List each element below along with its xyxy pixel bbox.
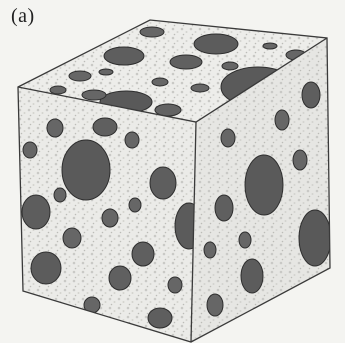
aggregate-particle xyxy=(140,27,164,37)
aggregate-particle xyxy=(283,291,297,309)
aggregate-particle xyxy=(302,82,320,108)
aggregate-particle xyxy=(241,259,263,293)
aggregate-particle xyxy=(129,198,141,212)
aggregate-particle xyxy=(82,90,106,100)
aggregate-particle xyxy=(50,86,66,94)
aggregate-particle xyxy=(31,252,61,284)
aggregate-particle xyxy=(109,266,131,290)
aggregate-particle xyxy=(293,150,307,170)
aggregate-particle xyxy=(22,195,50,229)
cube-left-face xyxy=(18,87,203,342)
aggregate-particle xyxy=(263,43,277,49)
aggregate-particle xyxy=(245,155,283,215)
aggregate-particle xyxy=(168,277,182,293)
aggregate-particle xyxy=(221,129,235,147)
aggregate-particle xyxy=(23,142,37,158)
aggregate-particle xyxy=(47,119,63,137)
aggregate-particle xyxy=(150,167,176,199)
aggregate-particle xyxy=(63,228,81,248)
aggregate-particle xyxy=(132,242,154,266)
aggregate-particle xyxy=(93,118,117,136)
aggregate-particle xyxy=(239,232,251,248)
aggregate-particle xyxy=(62,140,110,200)
aggregate-particle xyxy=(102,209,118,227)
aggregate-particle xyxy=(125,132,139,148)
aggregate-particle xyxy=(204,242,216,258)
aggregate-particle xyxy=(215,195,233,221)
aggregate-particle xyxy=(191,84,209,92)
aggregate-particle xyxy=(299,210,331,266)
aggregate-particle xyxy=(104,47,144,65)
aggregate-particle xyxy=(69,71,91,81)
aggregate-particle xyxy=(152,78,168,86)
aggregate-particle xyxy=(222,62,238,70)
aggregate-particle xyxy=(275,110,289,130)
aggregate-particle xyxy=(170,55,202,69)
aggregate-particle xyxy=(207,294,223,316)
aggregate-particle xyxy=(148,308,172,328)
aggregate-particle xyxy=(194,34,238,54)
aggregate-particle xyxy=(54,188,66,202)
aggregate-particle xyxy=(99,69,113,75)
